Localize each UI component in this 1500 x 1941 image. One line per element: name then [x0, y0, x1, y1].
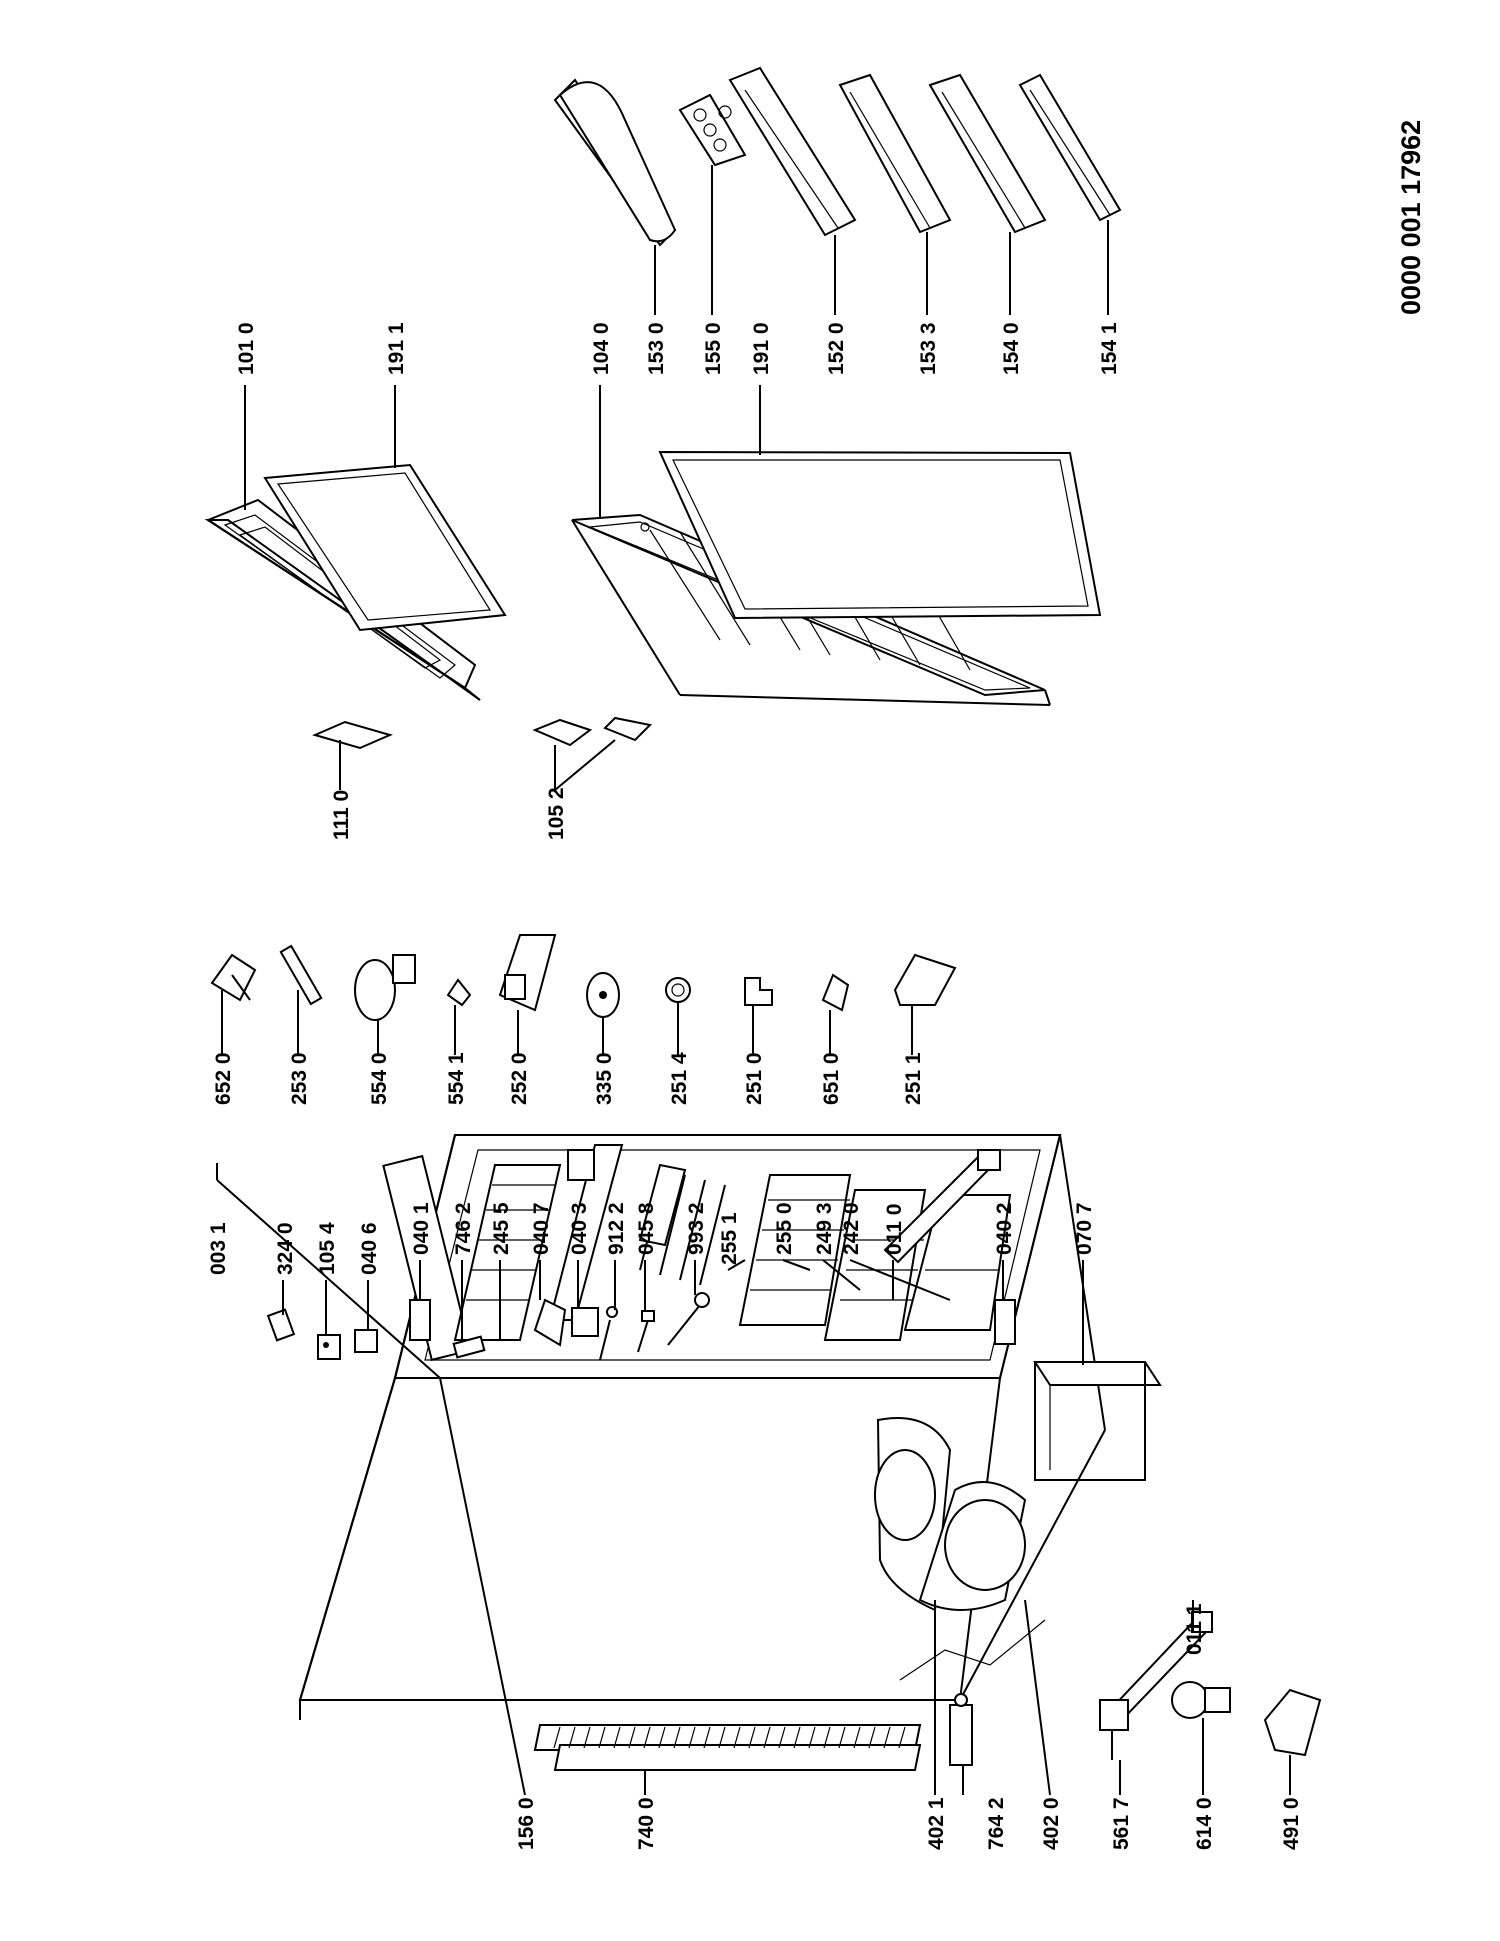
small-parts-left	[266, 1292, 1016, 1361]
label-255-1: 255 1	[718, 1212, 741, 1265]
fridge-door-gasket	[658, 450, 1102, 620]
crisper-cover	[823, 1189, 927, 1341]
label-252-0: 252 0	[508, 1052, 531, 1105]
label-191-1: 191 1	[385, 322, 408, 375]
label-040-2: 040 2	[993, 1202, 1016, 1255]
label-045-8: 045 8	[635, 1202, 658, 1255]
side-rail-upper	[883, 1149, 1001, 1264]
label-105-4: 105 4	[316, 1222, 339, 1275]
door-bins	[553, 66, 1122, 247]
label-040-7: 040 7	[530, 1202, 553, 1255]
label-156-0: 156 0	[515, 1797, 538, 1850]
label-152-0: 152 0	[825, 322, 848, 375]
label-251-4: 251 4	[668, 1052, 691, 1105]
label-040-6: 040 6	[358, 1222, 381, 1275]
label-651-0: 651 0	[820, 1052, 843, 1105]
label-153-3: 153 3	[917, 322, 940, 375]
label-491-0: 491 0	[1280, 1797, 1303, 1850]
leader-lines	[216, 165, 1291, 1796]
label-764-2: 764 2	[985, 1797, 1008, 1850]
small-parts-bottom	[949, 1681, 1322, 1766]
freezer-door-gasket	[263, 463, 507, 632]
condenser-grille	[533, 1724, 922, 1771]
label-253-0: 253 0	[288, 1052, 311, 1105]
label-011-0: 011 0	[883, 1204, 906, 1255]
wire-shelf-top	[453, 1164, 562, 1341]
label-746-2: 746 2	[452, 1202, 475, 1255]
label-191-0: 191 0	[750, 322, 773, 375]
label-011-1: 011 1	[1183, 1603, 1206, 1655]
label-993-2: 993 2	[685, 1202, 708, 1255]
label-402-1: 402 1	[925, 1797, 948, 1850]
label-245-5: 245 5	[490, 1202, 513, 1255]
label-040-3: 040 3	[568, 1202, 591, 1255]
label-154-0: 154 0	[1000, 322, 1023, 375]
label-105-2: 105 2	[545, 787, 568, 840]
part-labels: 003 1 324 0 105 4 040 6 040 1 746 2 245 …	[207, 120, 1426, 1850]
label-104-0: 104 0	[590, 322, 613, 375]
label-614-0: 614 0	[1193, 1797, 1216, 1850]
label-554-1: 554 1	[445, 1052, 468, 1105]
hinge-parts	[312, 716, 653, 750]
label-561-7: 561 7	[1110, 1797, 1133, 1850]
label-070-7: 070 7	[1073, 1202, 1096, 1255]
middle-parts	[210, 934, 957, 1021]
label-154-1: 154 1	[1098, 322, 1121, 375]
label-111-0: 111 0	[330, 790, 353, 840]
label-554-0: 554 0	[368, 1052, 391, 1105]
label-652-0: 652 0	[212, 1052, 235, 1105]
label-040-1: 040 1	[410, 1202, 433, 1255]
label-324-0: 324 0	[274, 1222, 297, 1275]
glass-shelf-mid	[738, 1174, 852, 1326]
label-335-0: 335 0	[593, 1052, 616, 1105]
label-251-0: 251 0	[743, 1052, 766, 1105]
label-255-0: 255 0	[773, 1202, 796, 1255]
label-402-0: 402 0	[1040, 1797, 1063, 1850]
label-101-0: 101 0	[235, 322, 258, 375]
label-251-1: 251 1	[902, 1052, 925, 1105]
label-242-0: 242 0	[840, 1202, 863, 1255]
plinth	[1033, 1361, 1162, 1481]
label-155-0: 155 0	[702, 322, 725, 375]
label-003-1: 003 1	[207, 1222, 230, 1275]
label-740-0: 740 0	[635, 1797, 658, 1850]
document-id: 0000 001 17962	[1396, 120, 1426, 315]
label-912-2: 912 2	[605, 1202, 628, 1255]
label-249-3: 249 3	[813, 1202, 836, 1255]
label-153-0: 153 0	[645, 322, 668, 375]
